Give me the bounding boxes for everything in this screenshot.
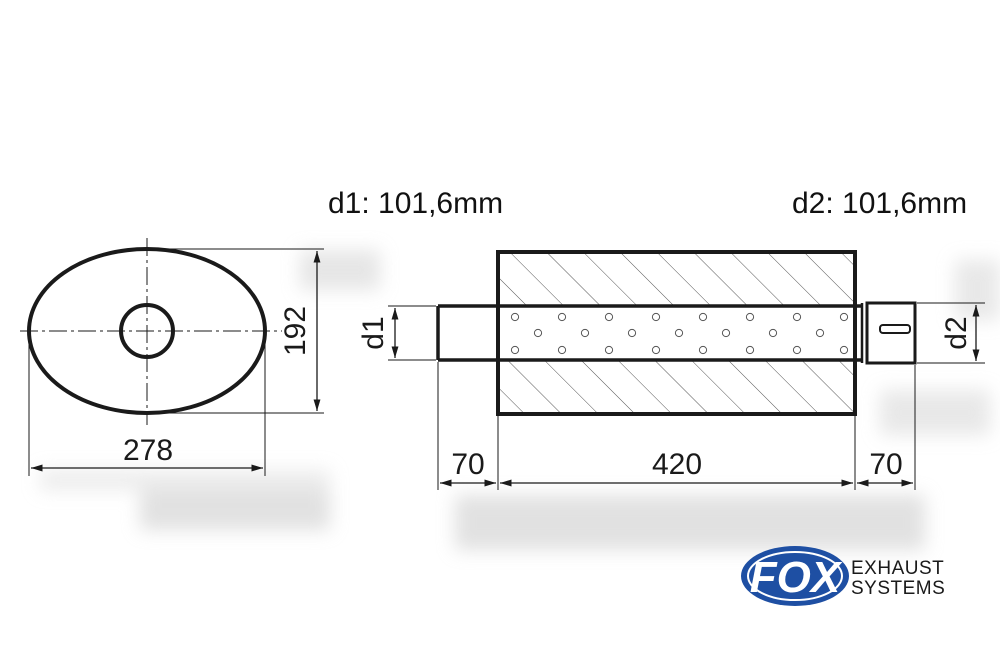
perforation-hole (510, 345, 520, 355)
perforation-hole (768, 328, 778, 338)
fox-exhaust-logo: FOX EXHAUST SYSTEMS (741, 546, 945, 606)
logo-oval (741, 546, 849, 606)
perforation-hole (533, 328, 543, 338)
perforation-hole (674, 328, 684, 338)
perforation-hole (651, 312, 661, 322)
d1-label: d1 (357, 316, 390, 349)
side-view: d1 d2 70 420 70 (357, 250, 985, 490)
logo-line-systems: SYSTEMS (851, 578, 945, 599)
sleeve-slot (879, 324, 911, 334)
outlet-diameter-title: d2: 101,6mm (792, 187, 967, 220)
perforation-hole (604, 312, 614, 322)
perforation-hole (698, 345, 708, 355)
perforation-hole (745, 345, 755, 355)
perforation-hole (557, 345, 567, 355)
perforation-hole (510, 312, 520, 322)
d2-label: d2 (940, 316, 973, 349)
perforation-hole (580, 328, 590, 338)
logo-mark: FOX (750, 553, 843, 602)
perforation-hole (839, 312, 849, 322)
inlet-diameter-title: d1: 101,6mm (328, 187, 503, 220)
perforation-hole (698, 312, 708, 322)
end-view: 278 192 (20, 238, 324, 476)
logo-line-exhaust: EXHAUST (851, 558, 944, 579)
inlet-length-label: 70 (451, 448, 484, 481)
perforation-hole (627, 328, 637, 338)
width-label: 278 (123, 434, 173, 467)
perforation-hole (792, 312, 802, 322)
logo-oval-ring (747, 551, 843, 601)
perforation-hole (604, 345, 614, 355)
perforation-holes (510, 312, 849, 355)
height-label: 192 (279, 306, 312, 356)
perforation-hole (557, 312, 567, 322)
perforation-hole (745, 312, 755, 322)
outlet-length-label: 70 (869, 448, 902, 481)
perforation-hole (839, 345, 849, 355)
perforation-hole (721, 328, 731, 338)
perforated-tube (438, 306, 862, 360)
body-length-label: 420 (652, 448, 702, 481)
perforation-hole (792, 345, 802, 355)
perforation-hole (815, 328, 825, 338)
perforation-hole (651, 345, 661, 355)
